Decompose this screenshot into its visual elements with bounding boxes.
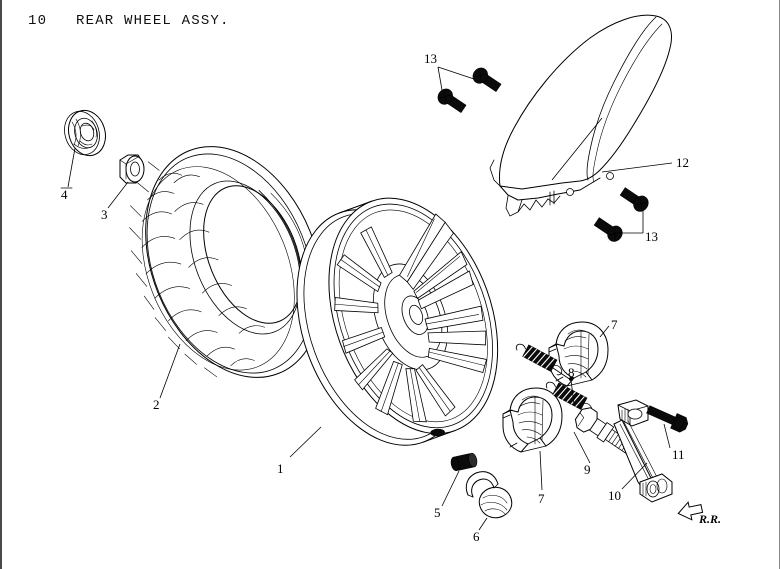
callout-6: 6 xyxy=(473,529,480,544)
part-brake-arm xyxy=(613,399,673,503)
part-fender-screw-d xyxy=(593,217,623,242)
leader-line-13a-1 xyxy=(437,66,475,80)
callout-3: 3 xyxy=(101,207,108,222)
part-brake-spring-lower xyxy=(545,381,593,414)
callout-13-upper: 13 xyxy=(424,51,437,66)
part-brake-shoe-upper xyxy=(548,321,609,387)
callout-7-upper: 7 xyxy=(611,317,618,332)
orientation-label: R.R. xyxy=(699,512,722,526)
part-brake-arm-bolt xyxy=(646,405,689,433)
leader-line-6 xyxy=(478,517,488,531)
part-brake-shoe-lower xyxy=(502,387,563,453)
leader-line-1 xyxy=(289,426,322,458)
leader-line-7a xyxy=(599,325,610,338)
part-valve-stem xyxy=(465,471,513,519)
part-brake-spring-upper xyxy=(515,343,563,376)
callout-4: 4 xyxy=(61,187,68,202)
part-axle-nut xyxy=(119,154,145,184)
callout-9: 9 xyxy=(584,462,591,477)
leader-line-8-2 xyxy=(570,379,575,405)
leader-line-2 xyxy=(159,343,181,399)
leader-line-9 xyxy=(573,431,591,464)
callout-7-lower: 7 xyxy=(538,491,545,506)
callout-13-lower: 13 xyxy=(645,229,658,244)
leader-line-4 xyxy=(67,147,76,188)
callout-2: 2 xyxy=(153,397,160,412)
leader-line-13a-2 xyxy=(437,66,443,91)
part-fender-screw-c xyxy=(619,187,649,212)
leader-line-11 xyxy=(663,423,671,449)
part-rear-fender xyxy=(489,14,672,217)
page-title: 10 REAR WHEEL ASSY. xyxy=(28,13,230,29)
part-fender-screw-b xyxy=(437,88,467,114)
callout-11: 11 xyxy=(672,447,685,462)
part-fender-screw-a xyxy=(472,67,502,93)
leader-line-10 xyxy=(621,462,648,490)
callout-5: 5 xyxy=(434,505,441,520)
callout-10: 10 xyxy=(608,488,621,503)
part-hub-cap xyxy=(64,109,106,157)
part-valve-cap xyxy=(450,452,478,472)
leader-line-12 xyxy=(601,162,673,173)
leader-line-5 xyxy=(441,470,460,507)
leader-line-7b xyxy=(539,450,543,491)
part-rear-wheel-rim xyxy=(296,197,499,446)
leader-line-8-1 xyxy=(549,365,572,381)
leader-line-3 xyxy=(107,181,129,209)
callout-8: 8 xyxy=(568,365,575,380)
orientation-arrow-icon xyxy=(677,501,704,521)
callout-12: 12 xyxy=(676,155,689,170)
callout-1: 1 xyxy=(277,461,284,476)
